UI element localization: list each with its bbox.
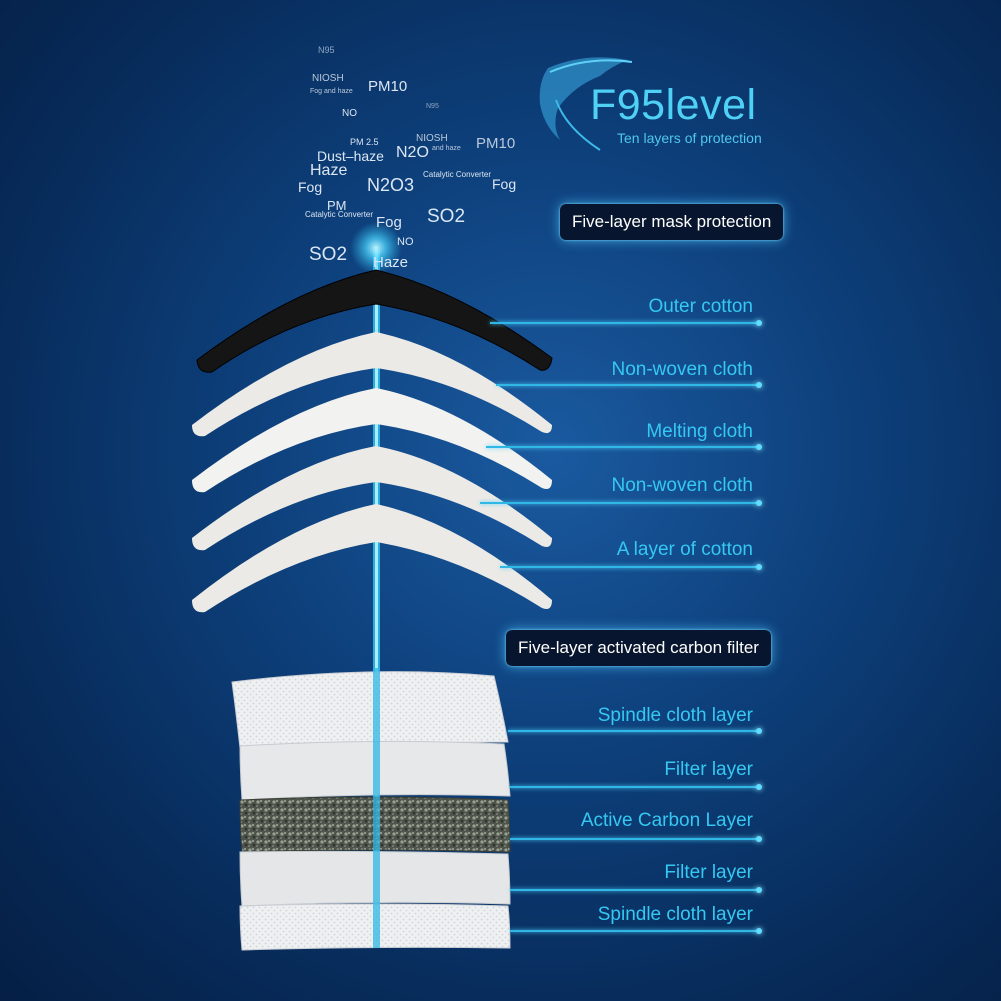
- pollutant-label: NIOSH: [312, 73, 344, 84]
- shield-logo-icon: [539, 57, 633, 151]
- mask-layer-label: Outer cotton: [648, 296, 753, 317]
- pollutant-label: PM: [327, 198, 347, 213]
- pollutant-label: SO2: [427, 206, 466, 227]
- pollutant-label: Fog: [376, 214, 402, 231]
- filter-layer-label: Filter layer: [664, 759, 753, 780]
- pollutant-label: PM10: [368, 78, 408, 95]
- brand-title: F95level: [590, 81, 757, 129]
- filter-layer-label: Spindle cloth layer: [597, 705, 753, 726]
- pollutant-label: Haze: [373, 254, 409, 271]
- mask-layer-3: [192, 388, 552, 493]
- mask-layer-4: [192, 446, 552, 551]
- leader-line: [500, 564, 762, 570]
- mask-layer-label: A layer of cotton: [616, 539, 753, 560]
- leader-line: [510, 928, 762, 934]
- filter-section-heading: Five-layer activated carbon filter: [506, 630, 771, 666]
- leader-line: [490, 320, 762, 326]
- filter-layer-label: Active Carbon Layer: [580, 810, 753, 831]
- pollutant-label: PM 2.5: [350, 137, 379, 147]
- pollutant-label: N2O3: [367, 175, 415, 195]
- pollutant-label: N95: [318, 45, 335, 55]
- pollutant-label: and haze: [432, 145, 461, 152]
- pollutant-label: N95: [426, 103, 439, 110]
- leader-line: [496, 382, 762, 388]
- filter-layer-1: [231, 671, 509, 749]
- pollutant-label: N2O: [396, 144, 429, 161]
- mask-section-heading: Five-layer mask protection: [560, 204, 784, 240]
- mask-layer-label: Non-woven cloth: [611, 359, 753, 380]
- pollutant-label: Fog: [492, 176, 517, 192]
- pollutant-label: Catalytic Converter: [423, 170, 492, 179]
- pollutant-label: Haze: [310, 162, 348, 179]
- pollutant-label: Catalytic Converter: [305, 210, 374, 219]
- beam-overlay: [373, 668, 380, 948]
- brand-subtitle: Ten layers of protection: [617, 130, 762, 146]
- mask-layer-label: Non-woven cloth: [611, 475, 753, 496]
- pollutant-label: SO2: [309, 244, 348, 265]
- leader-line: [510, 784, 762, 790]
- pollutant-label: Fog: [298, 179, 323, 195]
- central-beam: [350, 222, 402, 940]
- filter-layers: [231, 671, 511, 951]
- leader-line: [510, 836, 762, 842]
- pollutant-label: Fog and haze: [310, 88, 353, 95]
- pollutant-label: NO: [397, 236, 414, 248]
- leader-line: [510, 887, 762, 893]
- mask-layers: [192, 269, 553, 613]
- mask-layer-2: [192, 332, 552, 437]
- pollutant-label: NO: [342, 108, 357, 119]
- pollutant-label: NIOSH: [416, 133, 448, 144]
- leader-line: [486, 444, 762, 450]
- leader-line: [508, 728, 762, 734]
- filter-layer-label: Filter layer: [664, 862, 753, 883]
- mask-layer-outer: [196, 269, 553, 373]
- filter-layer-label: Spindle cloth layer: [597, 904, 753, 925]
- mask-layer-label: Melting cloth: [646, 421, 753, 442]
- pollutant-label: PM10: [476, 135, 516, 152]
- leader-line: [480, 500, 762, 506]
- pollutant-label: Dust–haze: [317, 148, 384, 164]
- mask-layer-5: [192, 504, 552, 613]
